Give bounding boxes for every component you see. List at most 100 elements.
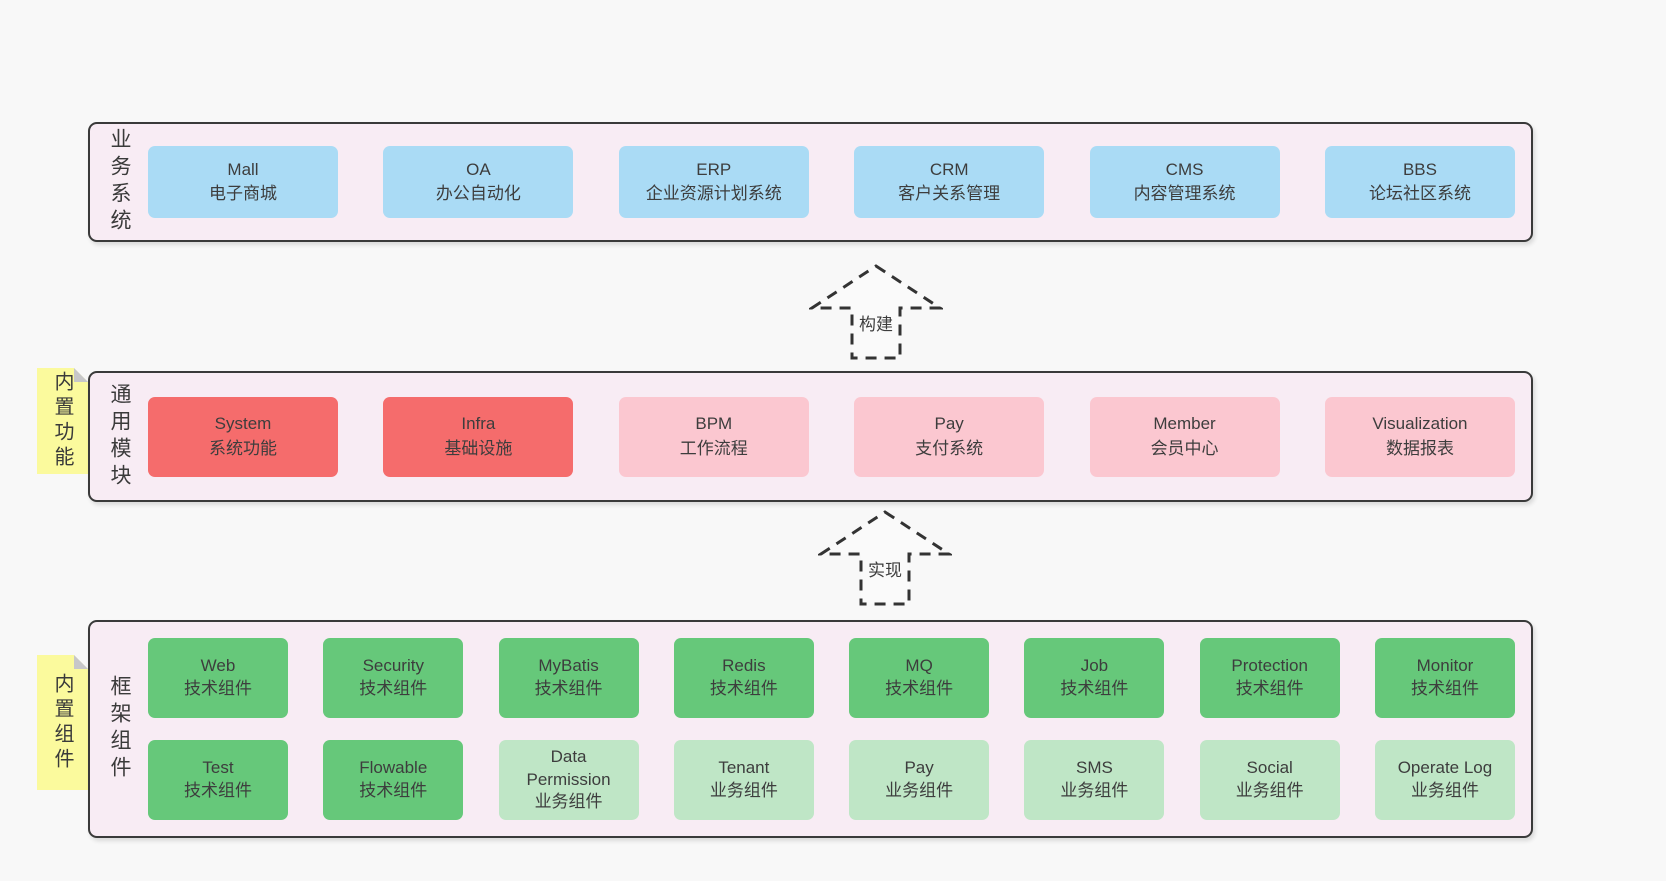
build-arrow: 构建 (809, 262, 943, 362)
node-subtitle: 技术组件 (359, 679, 428, 698)
node-subtitle: 客户关系管理 (898, 184, 1001, 203)
node-subtitle: 基础设施 (444, 438, 513, 458)
node-title: Job (1080, 656, 1109, 676)
node-title: MyBatis (538, 656, 599, 676)
node-subtitle: 技术组件 (184, 679, 252, 698)
framework-components-label: 框架组件 (108, 675, 131, 783)
diagram-node-crm: CRM 客户关系管理 (854, 146, 1045, 218)
node-title: Social (1246, 758, 1293, 778)
node-subtitle: 内容管理系统 (1133, 184, 1236, 203)
sticky-label: 内置组件 (51, 672, 73, 773)
node-title: Data Permission (526, 746, 611, 789)
node-subtitle: 电子商城 (209, 184, 277, 203)
diagram-node-redis: Redis 技术组件 (673, 638, 814, 718)
node-title: SMS (1075, 758, 1113, 778)
node-title: OA (466, 159, 491, 179)
node-title: Security (362, 656, 424, 676)
node-subtitle: 数据报表 (1385, 438, 1454, 458)
node-title: System (214, 414, 272, 434)
diagram-node-bpm: BPM 工作流程 (618, 396, 809, 477)
node-subtitle: 业务组件 (1060, 781, 1129, 800)
node-title: BBS (1402, 159, 1437, 179)
node-subtitle: 企业资源计划系统 (645, 184, 782, 203)
common-modules-container: 通用模块 System 系统功能 Infra 基础设施 BPM 工作流程 Pay… (88, 371, 1533, 502)
diagram-node-visualization: Visualization 数据报表 (1324, 396, 1515, 477)
node-title: CRM (929, 159, 969, 179)
business-systems-row: Mall 电子商城 OA 办公自动化 ERP 企业资源计划系统 CRM 客户关系… (148, 146, 1515, 218)
diagram-node-job: Job 技术组件 (1024, 638, 1165, 718)
node-title: MQ (905, 656, 933, 676)
node-subtitle: 技术组件 (534, 679, 603, 698)
diagram-node-social: Social 业务组件 (1199, 740, 1340, 820)
sticky-fold-icon (74, 368, 88, 382)
node-subtitle: 系统功能 (209, 438, 277, 458)
diagram-node-protection: Protection 技术组件 (1199, 638, 1340, 718)
node-subtitle: 论坛社区系统 (1368, 184, 1471, 203)
business-systems-container: 业务系统 Mall 电子商城 OA 办公自动化 ERP 企业资源计划系统 CRM… (88, 122, 1533, 242)
implement-arrow-label: 实现 (863, 555, 907, 582)
diagram-node-infra: Infra 基础设施 (383, 396, 574, 477)
node-title: Infra (461, 414, 496, 434)
common-modules-row: System 系统功能 Infra 基础设施 BPM 工作流程 Pay 支付系统… (148, 396, 1515, 477)
diagram-node-member: Member 会员中心 (1089, 396, 1280, 477)
diagram-node-mq: MQ 技术组件 (849, 638, 990, 718)
node-title: Visualization (1372, 414, 1468, 434)
diagram-node-security: Security 技术组件 (323, 638, 464, 718)
node-subtitle: 会员中心 (1150, 438, 1219, 458)
node-title: Operate Log (1397, 758, 1493, 778)
node-subtitle: 技术组件 (184, 781, 252, 800)
framework-components-row-1: Web 技术组件 Security 技术组件 MyBatis 技术组件 Redi… (148, 638, 1515, 718)
node-subtitle: 支付系统 (915, 438, 984, 458)
sticky-fold-icon (74, 655, 88, 669)
diagram-node-operate-log: Operate Log 业务组件 (1374, 740, 1515, 820)
sticky-note-builtin-components: 内置组件 (37, 655, 88, 790)
diagram-node-oa: OA 办公自动化 (383, 146, 574, 218)
framework-components-grid: Web 技术组件 Security 技术组件 MyBatis 技术组件 Redi… (148, 638, 1515, 820)
node-subtitle: 技术组件 (1235, 679, 1304, 698)
diagram-node-monitor: Monitor 技术组件 (1374, 638, 1515, 718)
node-title: Protection (1231, 656, 1308, 676)
diagram-node-tenant: Tenant 业务组件 (673, 740, 814, 820)
node-subtitle: 业务组件 (1235, 781, 1304, 800)
node-title: ERP (696, 159, 732, 179)
node-title: Test (202, 758, 234, 778)
diagram-node-bbs: BBS 论坛社区系统 (1324, 146, 1515, 218)
node-title: Member (1153, 414, 1216, 434)
common-modules-label: 通用模块 (108, 382, 131, 491)
node-subtitle: 技术组件 (359, 781, 428, 800)
node-subtitle: 技术组件 (709, 679, 778, 698)
diagram-node-erp: ERP 企业资源计划系统 (618, 146, 809, 218)
diagram-node-web: Web 技术组件 (148, 638, 288, 718)
node-subtitle: 业务组件 (709, 781, 778, 800)
node-subtitle: 业务组件 (534, 792, 603, 812)
node-title: Mall (227, 159, 259, 179)
node-title: Tenant (718, 758, 770, 778)
node-subtitle: 业务组件 (1410, 781, 1479, 800)
node-title: Pay (934, 414, 964, 434)
diagram-node-flowable: Flowable 技术组件 (323, 740, 464, 820)
node-title: Pay (904, 758, 934, 778)
node-subtitle: 办公自动化 (435, 184, 521, 203)
diagram-node-cms: CMS 内容管理系统 (1089, 146, 1280, 218)
build-arrow-label: 构建 (854, 309, 898, 336)
node-title: Monitor (1416, 656, 1474, 676)
sticky-note-builtin-features: 内置功能 (37, 368, 88, 474)
diagram-node-system: System 系统功能 (148, 396, 338, 477)
diagram-node-pay-system: Pay 支付系统 (854, 396, 1045, 477)
diagram-node-mall: Mall 电子商城 (148, 146, 338, 218)
diagram-node-sms: SMS 业务组件 (1024, 740, 1165, 820)
node-subtitle: 技术组件 (1410, 679, 1479, 698)
diagram-node-mybatis: MyBatis 技术组件 (498, 638, 639, 718)
business-systems-label: 业务系统 (108, 128, 131, 236)
node-title: Web (200, 656, 236, 676)
node-subtitle: 技术组件 (1060, 679, 1129, 698)
framework-components-row-2: Test 技术组件 Flowable 技术组件 Data Permission … (148, 740, 1515, 820)
node-title: CMS (1165, 159, 1204, 179)
framework-components-container: 框架组件 Web 技术组件 Security 技术组件 MyBatis 技术组件… (88, 620, 1533, 838)
diagram-node-pay-component: Pay 业务组件 (849, 740, 990, 820)
diagram-node-test: Test 技术组件 (148, 740, 288, 820)
node-title: BPM (695, 414, 733, 434)
node-subtitle: 工作流程 (679, 438, 748, 458)
node-title: Redis (722, 656, 766, 676)
implement-arrow: 实现 (818, 508, 952, 608)
